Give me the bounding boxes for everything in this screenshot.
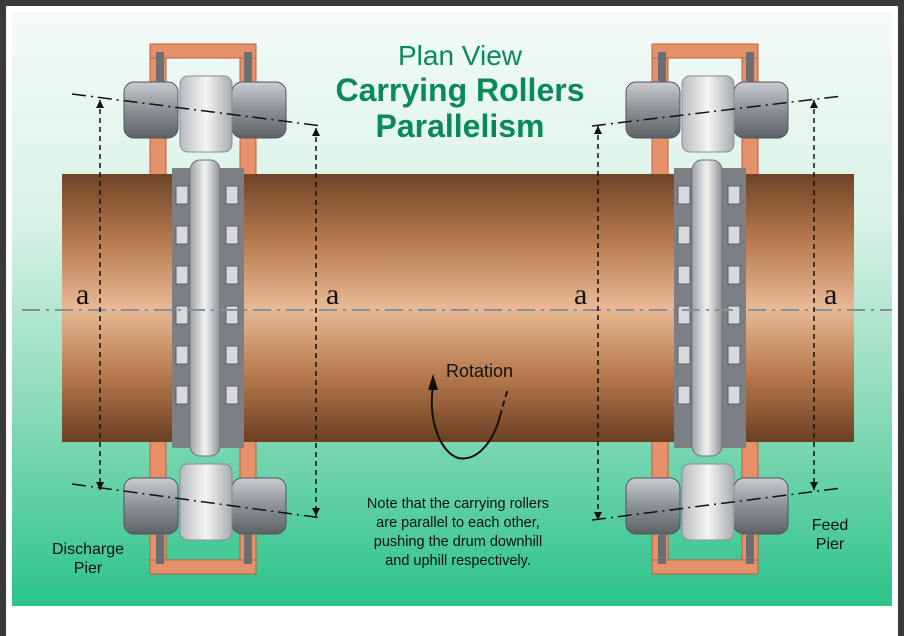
roller-assembly-discharge-bottom <box>123 463 287 564</box>
discharge-pier-label: Discharge Pier <box>48 540 128 578</box>
riding-tire-feed <box>674 159 746 457</box>
title-carrying-rollers: Carrying Rollers <box>335 72 585 108</box>
feed-pier-line1: Feed <box>811 517 849 534</box>
dimension-lines <box>99 100 815 520</box>
note-line4: and uphill respectively. <box>385 553 531 569</box>
note-text: Note that the carrying rollers are paral… <box>338 495 578 571</box>
dimension-label-a-2: a <box>326 278 340 311</box>
roller-axis-lines <box>71 93 843 521</box>
title-parallelism: Parallelism <box>375 108 545 144</box>
roller-assembly-feed-top <box>625 52 789 153</box>
dimension-arrows <box>96 100 818 520</box>
note-line2: are parallel to each other, <box>376 515 540 531</box>
roller-assembly-feed-bottom <box>625 463 789 564</box>
dimension-label-a-4: a <box>824 278 838 311</box>
feed-pier-label: Feed Pier <box>802 516 858 554</box>
riding-tire-discharge <box>172 159 244 457</box>
feed-pier-line2: Pier <box>815 536 845 553</box>
note-line3: pushing the drum downhill <box>373 534 543 550</box>
discharge-pier-line2: Pier <box>73 560 103 577</box>
rotation-arrow-icon <box>428 374 509 460</box>
dimension-label-a-1: a <box>76 278 90 311</box>
roller-assembly-discharge-top <box>123 52 287 153</box>
discharge-pier-line1: Discharge <box>51 541 125 558</box>
title-plan-view: Plan View <box>397 40 522 71</box>
bottom-strip <box>12 606 892 636</box>
dimension-label-a-3: a <box>574 278 588 311</box>
rotation-label: Rotation <box>446 361 514 381</box>
note-line1: Note that the carrying rollers <box>366 496 550 512</box>
